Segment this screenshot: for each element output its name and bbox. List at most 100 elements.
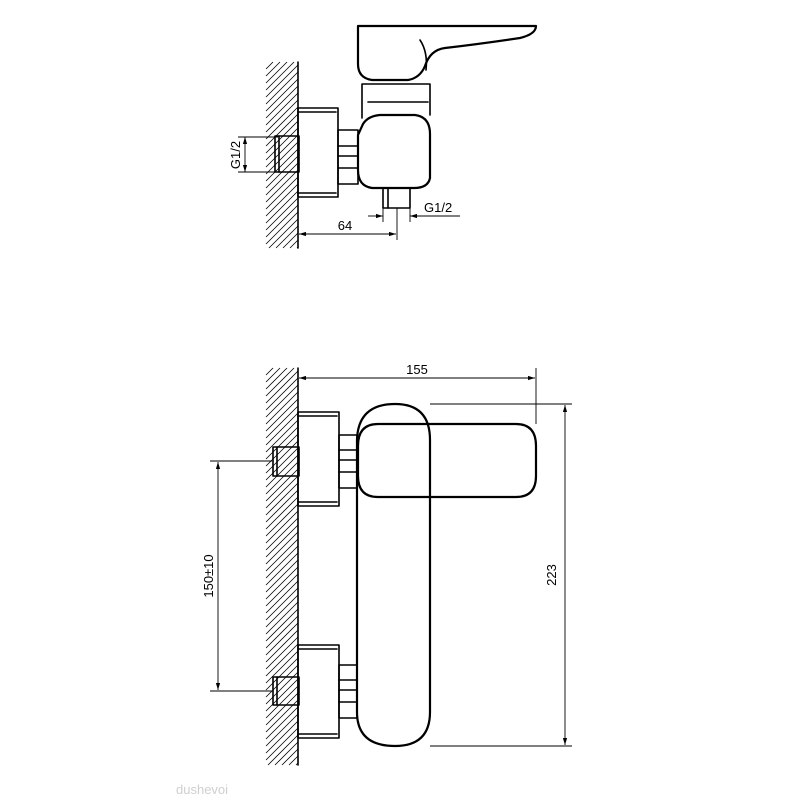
hatch-line <box>265 384 299 418</box>
top-outlet <box>382 187 411 209</box>
hatch-line <box>265 664 299 698</box>
hatch-line <box>265 587 299 621</box>
hatch-line <box>265 204 299 238</box>
hatch-line <box>265 367 288 390</box>
hatch-line <box>265 496 299 530</box>
hatch-line <box>265 367 274 376</box>
hatch-line <box>265 538 299 572</box>
hatch-line <box>265 713 299 747</box>
hatch-line <box>265 517 299 551</box>
hatch-line <box>265 475 299 509</box>
hatch-line <box>265 106 299 140</box>
hatch-line <box>265 367 281 383</box>
dim-outlet-thread: G1/2 <box>368 200 460 222</box>
hatch-line <box>265 176 299 210</box>
inlet-spacing-label: 150±10 <box>201 554 216 597</box>
hatch-line <box>265 78 299 112</box>
hatch-line <box>265 552 299 586</box>
hatch-line <box>265 468 299 502</box>
hatch-line <box>265 61 274 70</box>
hatch-line <box>265 64 299 98</box>
hatch-line <box>265 447 299 481</box>
hatch-line <box>265 169 299 203</box>
hatch-line <box>265 190 299 224</box>
hatch-line <box>265 61 295 91</box>
hatch-line <box>265 61 281 77</box>
hatch-line <box>265 211 299 245</box>
hatch-line <box>265 720 299 754</box>
hatch-line <box>265 573 299 607</box>
hatch-line <box>265 608 299 642</box>
width-label: 155 <box>406 362 428 377</box>
front-view: 155 223 150±10 <box>201 362 572 766</box>
height-label: 223 <box>544 564 559 586</box>
top-view: G1/2 G1/2 64 <box>228 24 538 249</box>
dim-offset-64: 64 <box>299 208 398 240</box>
top-wall-flange <box>297 107 339 198</box>
front-mixer-body <box>355 402 432 748</box>
hatch-line <box>265 727 299 761</box>
hatch-line <box>265 99 299 133</box>
hatch-line <box>275 225 299 249</box>
top-wall-hatching <box>265 61 299 249</box>
watermark-text: dushevoi <box>176 782 228 797</box>
front-lower-flange <box>297 644 340 739</box>
hatch-line <box>265 148 299 182</box>
hatch-line <box>265 489 299 523</box>
dim-inlet-spacing: 150±10 <box>201 460 272 692</box>
hatch-line <box>265 440 299 474</box>
hatch-line <box>265 419 299 453</box>
hatch-line <box>265 367 295 397</box>
hatch-line <box>265 503 299 537</box>
hatch-line <box>265 377 299 411</box>
hatch-line <box>265 391 299 425</box>
front-lower-hex-nut <box>338 664 358 719</box>
hatch-line <box>265 113 299 147</box>
hatch-line <box>265 461 299 495</box>
hatch-line <box>265 61 288 84</box>
hatch-line <box>265 706 299 740</box>
hatch-line <box>265 398 299 432</box>
hatch-line <box>265 127 299 161</box>
hatch-line <box>265 545 299 579</box>
hatch-line <box>265 594 299 628</box>
hatch-line <box>265 134 299 168</box>
hatch-line <box>265 412 299 446</box>
hatch-line <box>289 239 299 249</box>
hatch-line <box>288 755 299 766</box>
offset-label: 64 <box>338 218 352 233</box>
hatch-line <box>282 232 299 249</box>
hatch-line <box>265 92 299 126</box>
hatch-line <box>265 162 299 196</box>
hatch-line <box>265 531 299 565</box>
hatch-line <box>265 622 299 656</box>
hatch-line <box>265 636 299 670</box>
front-upper-inlet-pipe <box>272 446 300 477</box>
front-upper-hex-nut <box>338 434 358 489</box>
hatch-line <box>265 197 299 231</box>
front-lever-handle <box>356 422 538 499</box>
top-mixer-body <box>356 83 432 190</box>
hatch-line <box>268 218 299 249</box>
hatch-line <box>265 601 299 635</box>
hatch-line <box>265 524 299 558</box>
hatch-line <box>274 741 299 766</box>
front-lower-inlet-pipe <box>272 676 300 706</box>
hatch-line <box>265 629 299 663</box>
dim-height-223: 223 <box>430 403 572 747</box>
hatch-line <box>265 405 299 439</box>
hatch-line <box>265 85 299 119</box>
hatch-line <box>265 426 299 460</box>
top-hex-nut <box>337 129 359 185</box>
top-inlet-pipe <box>274 135 300 173</box>
watermark: dushevoi <box>176 782 228 797</box>
hatch-line <box>265 120 299 154</box>
hatch-line <box>265 580 299 614</box>
hatch-line <box>265 141 299 175</box>
hatch-line <box>265 678 299 712</box>
front-wall-hatching <box>265 367 299 766</box>
hatch-line <box>265 650 299 684</box>
dim-inlet-thread: G1/2 <box>228 136 278 173</box>
hatch-line <box>265 559 299 593</box>
